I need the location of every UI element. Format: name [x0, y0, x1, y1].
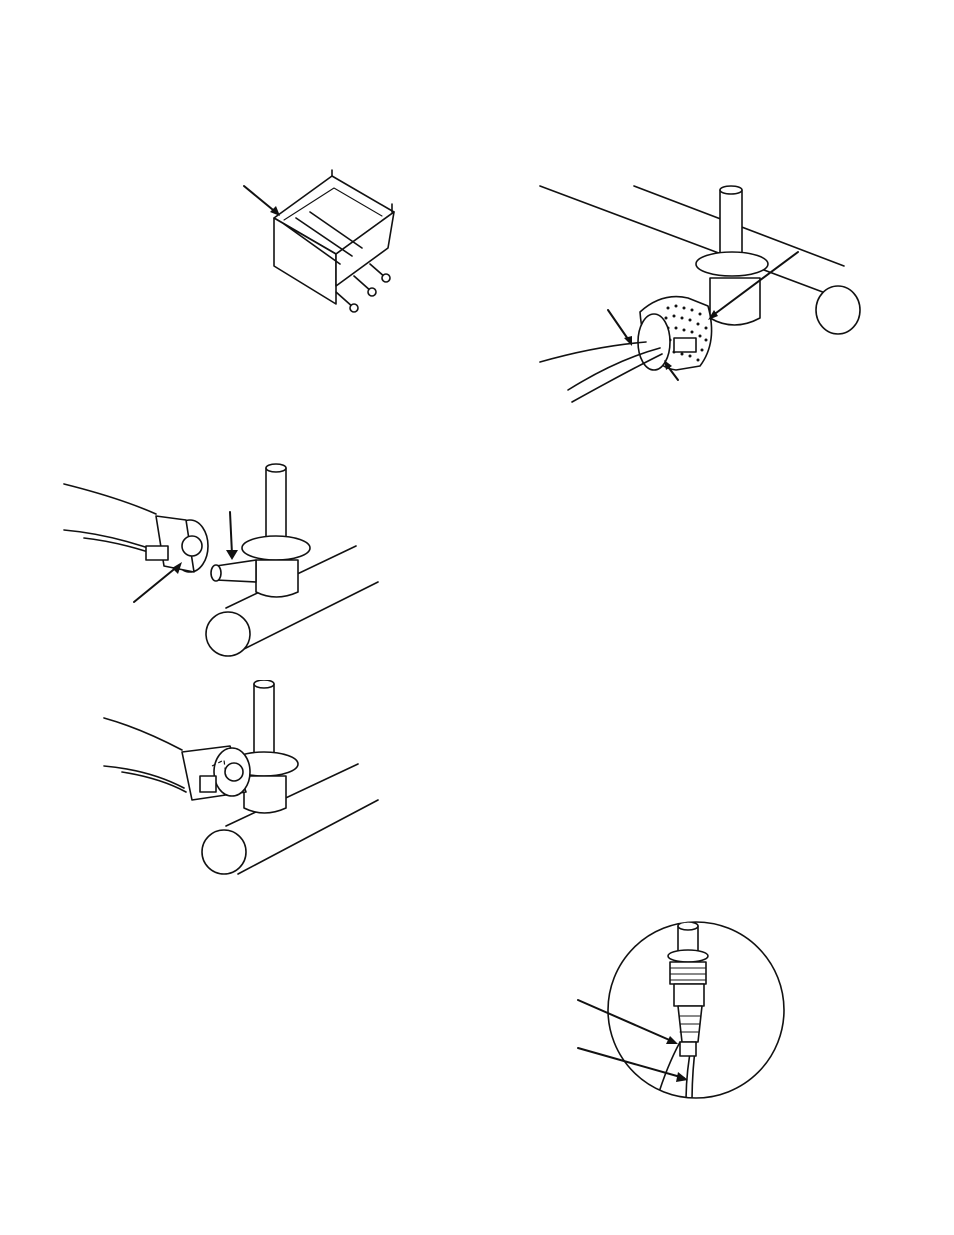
burner-box-illustration — [236, 168, 406, 318]
electrode-closeup-drawing — [574, 912, 788, 1102]
burner-tube-ignitor-illustration — [536, 182, 876, 410]
burner-venturi-attached-illustration — [100, 680, 380, 880]
electrode-wire-closeup-illustration — [574, 912, 788, 1102]
burner-tray-drawing — [236, 168, 406, 318]
burner-venturi-detach-illustration — [60, 462, 380, 662]
venturi-attached-drawing — [100, 680, 380, 880]
burner-tube-drawing — [536, 182, 876, 410]
venturi-detach-drawing — [60, 462, 380, 662]
